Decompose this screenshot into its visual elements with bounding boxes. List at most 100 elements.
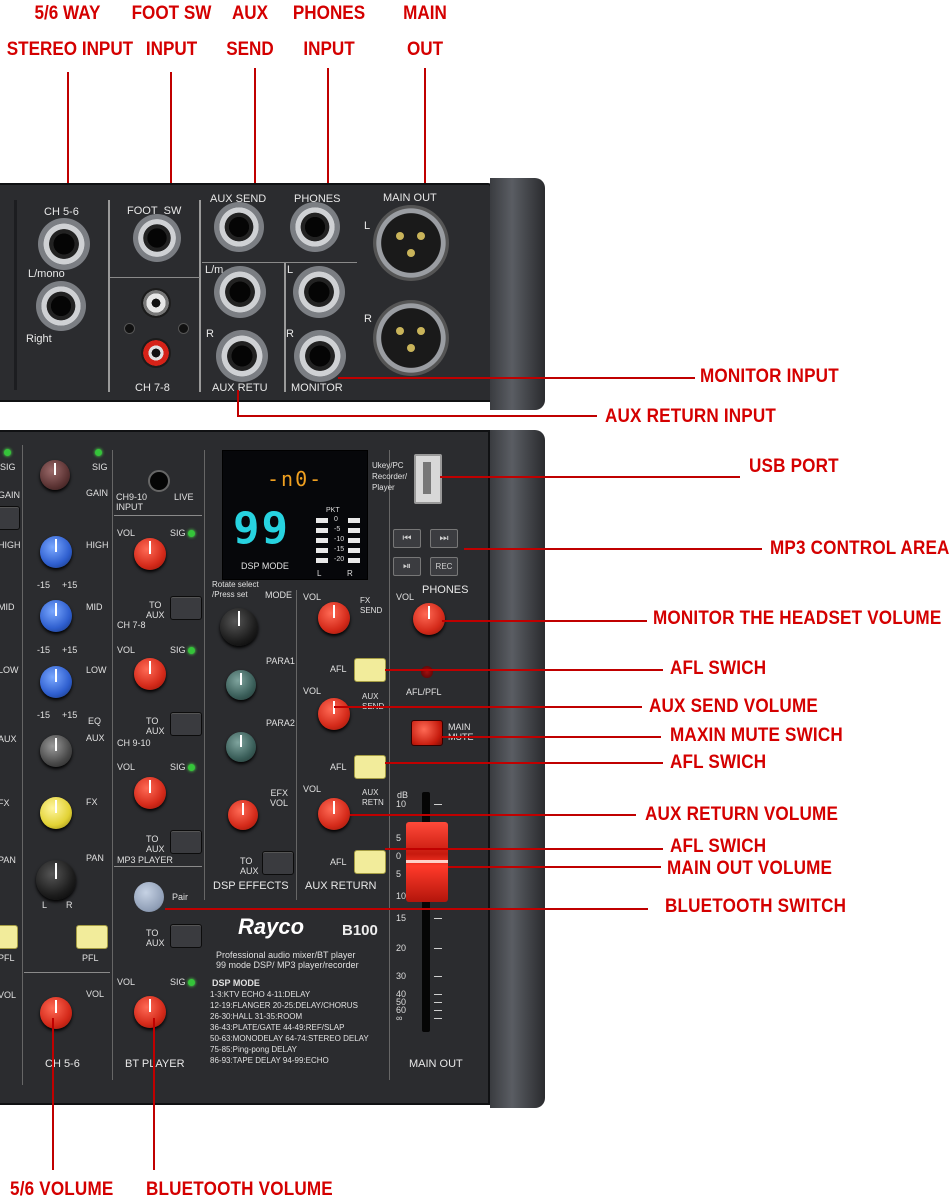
mp3-to-aux-button[interactable] [170,830,202,854]
rca-white-jack[interactable] [141,288,171,318]
ch56-fx-knob[interactable] [40,797,72,829]
efx-vol-knob[interactable] [228,800,258,830]
aux-return-left-jack[interactable] [214,266,266,318]
meter-level-label: 0 [334,516,338,523]
phones-front-label: PHONES [422,584,469,596]
bt-to-aux-button[interactable] [170,924,202,948]
callout-aux-send-volume: AUX SEND VOLUME [649,696,818,717]
aux-send-vol-knob[interactable] [318,698,350,730]
aux-return-vol-knob[interactable] [318,798,350,830]
fader-scale-label: 60 [396,1005,407,1015]
phones-rear-label: PHONES [294,193,341,205]
phones-jack[interactable] [290,202,340,252]
meter-segment [348,518,360,523]
aux-send-jack[interactable] [214,202,264,252]
callout-main-mute: MAXIN MUTE SWICH [670,725,843,746]
meter-segment [348,558,360,563]
ch56-low-knob[interactable] [40,666,72,698]
ch910-to-aux-button[interactable] [170,712,202,736]
rear-ch78-label: CH 7-8 [135,382,170,394]
callout-headset-volume: MONITOR THE HEADSET VOLUME [653,608,942,629]
ch56-pan-knob[interactable] [36,860,76,900]
para1-knob[interactable] [226,670,256,700]
display-dsp-number: 99 [233,503,290,554]
lm-label: L/m [205,264,224,276]
afl-button-fx-send[interactable] [354,658,386,682]
dsp-to-aux-button[interactable] [262,851,294,875]
front-ch56-label: CH 5-6 [45,1058,80,1070]
ch56-volume-knob[interactable] [40,997,72,1029]
lmono-label: L/mono [28,268,65,280]
meter-segment [316,558,328,563]
dsp-effects-label: DSP EFFECTS [213,880,289,892]
fader-scale-label: 5 [396,869,402,879]
live-jack[interactable] [148,470,170,492]
main-out-xlr-right[interactable] [373,300,449,376]
main-mute-button[interactable] [411,720,443,746]
ch78-input-vol-knob[interactable] [134,538,166,570]
rec-button[interactable]: REC [430,557,458,576]
fader-tick [434,948,442,949]
callout-usb-port: USB PORT [749,456,839,477]
rca-red-jack[interactable] [141,338,171,368]
prev-track-button[interactable]: ⏮ [393,529,421,548]
leader-line [170,72,172,236]
fader-scale-label: 30 [396,971,407,981]
callout-afl-3: AFL SWICH [670,836,767,857]
ch56-pfl-button[interactable] [76,925,108,949]
play-pause-button[interactable]: ⏯ [393,557,421,576]
monitor-rear-label: MONITOR [291,382,343,394]
callout-bluetooth-volume: BLUETOOTH VOLUME [146,1179,333,1200]
l-label: L [287,264,294,276]
monitor-left-jack[interactable] [293,266,345,318]
ch56-right-jack[interactable] [36,281,86,331]
dsp-mode-encoder[interactable] [220,608,258,646]
fx-send-vol-knob[interactable] [318,602,350,634]
dsp-mode-entry: 75-85:Ping-pong DELAY [210,1045,298,1054]
left-pfl-button[interactable] [0,925,18,949]
meter-segment [316,518,328,523]
dsp-mode-entry: 1-3:KTV ECHO 4-11:DELAY [210,990,311,999]
usb-port[interactable] [414,454,442,504]
r-label: R [286,328,294,340]
next-track-button[interactable]: ⏭ [430,529,458,548]
afl-button-aux-return[interactable] [354,850,386,874]
main-out-fader[interactable] [406,822,448,902]
ch56-mid-knob[interactable] [40,600,72,632]
phones-volume-knob[interactable] [413,603,445,635]
leader-line [424,68,426,232]
left-channel-button[interactable] [0,506,20,530]
bluetooth-pair-button[interactable] [134,882,164,912]
ch56-high-knob[interactable] [40,536,72,568]
fader-tick [434,1010,442,1011]
ch910-vol-knob[interactable] [134,777,166,809]
fader-tick [434,918,442,919]
main-out-xlr-left[interactable] [373,205,449,281]
callout-aux-return-volume: AUX RETURN VOLUME [645,804,839,825]
meter-segment [316,538,328,543]
main-out-front-label: MAIN OUT [409,1058,463,1070]
bt-volume-knob[interactable] [134,996,166,1028]
ch56-left-jack[interactable] [38,218,90,270]
foot-sw-jack[interactable] [133,214,181,262]
xlr-l-label: L [364,220,371,232]
monitor-right-jack[interactable] [294,330,346,382]
meter-segment [316,528,328,533]
usb-caption: Ukey/PC Recorder/ Player [372,461,408,492]
ch56-aux-knob[interactable] [40,735,72,767]
aux-send-label: AUX SEND [210,193,267,205]
ch78-to-aux-button[interactable] [170,596,202,620]
afl-button-aux-send[interactable] [354,755,386,779]
callout-afl-2: AFL SWICH [670,752,767,773]
aux-return-right-jack[interactable] [216,330,268,382]
xlr-r-label: R [364,313,372,325]
ch56-gain-knob[interactable] [40,460,70,490]
callout-aux-return-input: AUX RETURN INPUT [605,406,777,427]
meter-level-label: -20 [334,556,345,563]
para2-knob[interactable] [226,732,256,762]
ch78-vol-knob[interactable] [134,658,166,690]
